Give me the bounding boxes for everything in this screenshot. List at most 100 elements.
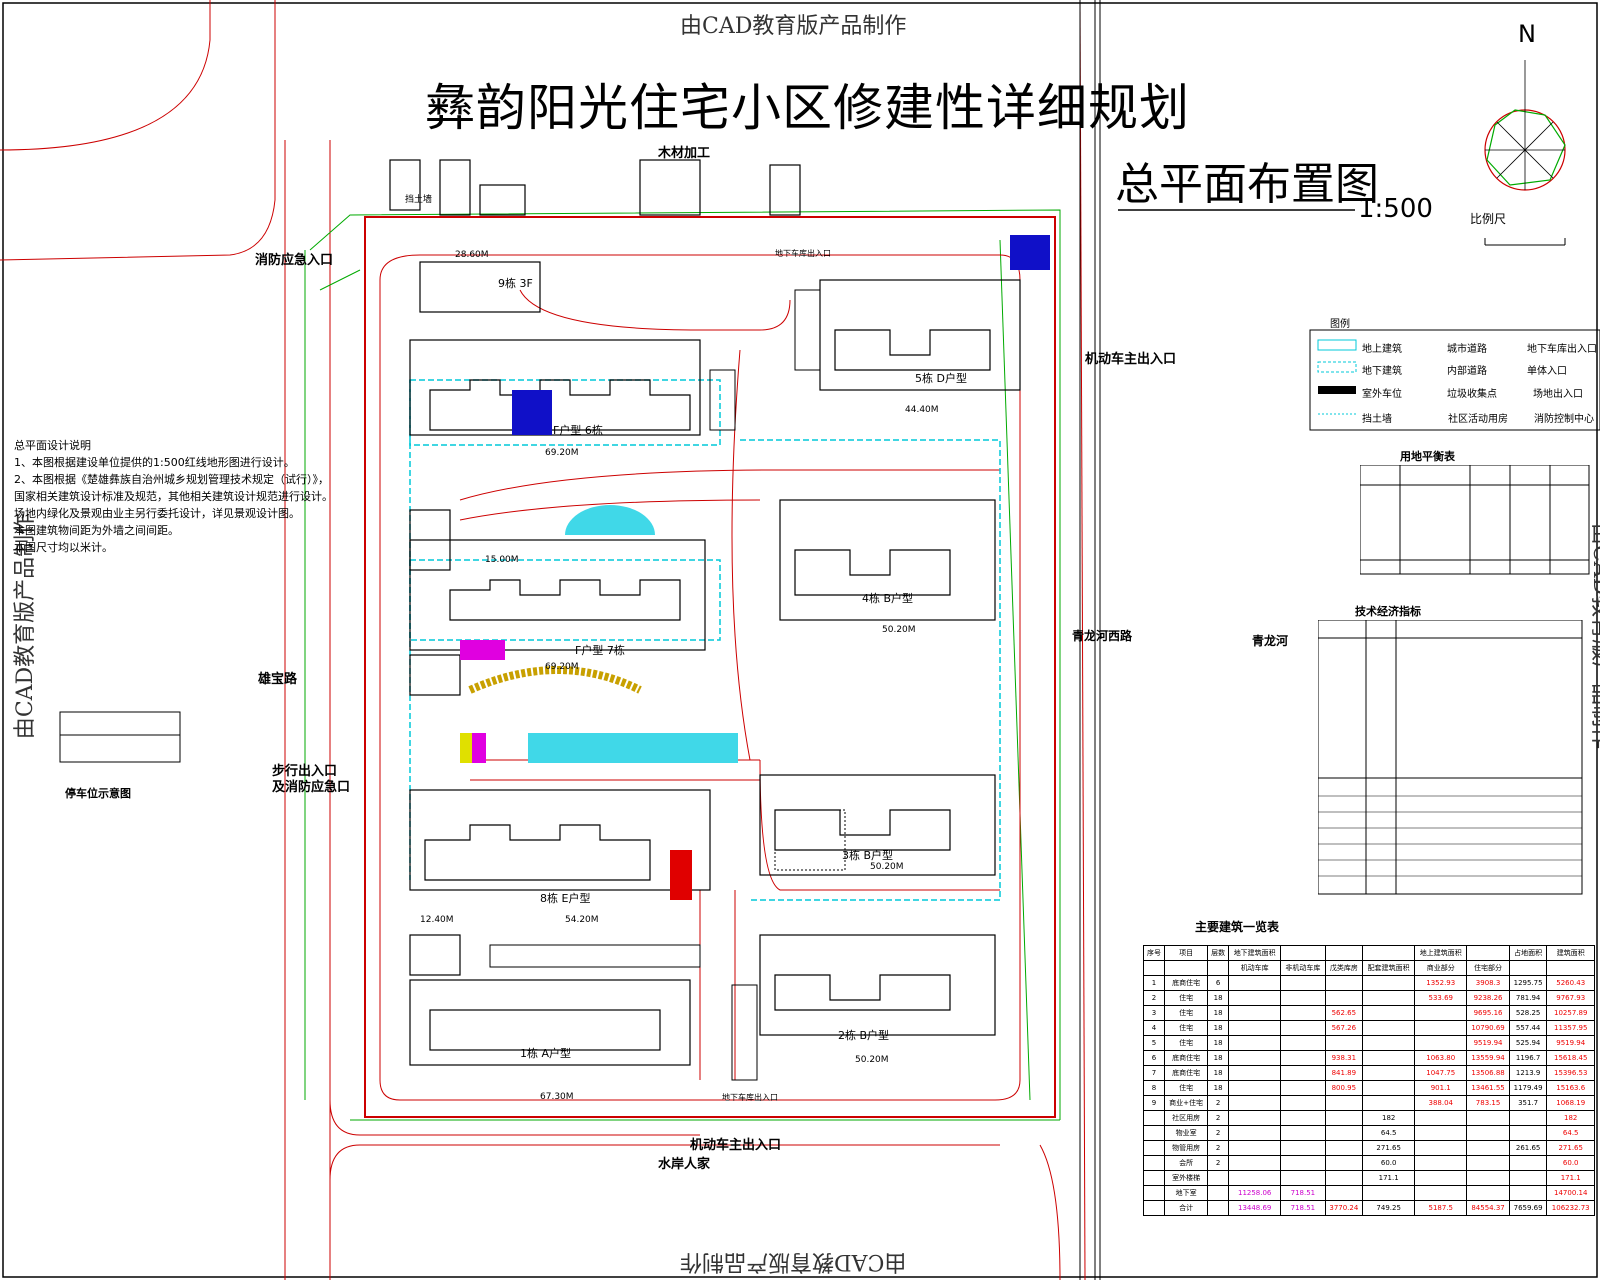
table-cell [1508,1170,1548,1186]
table-cell: 地下室 [1164,1185,1209,1201]
table-cell [1466,1185,1510,1201]
building-label: F户型 7栋 [575,644,625,657]
table-cell [1280,990,1326,1006]
table-cell: 13461.55 [1466,1080,1510,1096]
table-cell: 1068.19 [1546,1095,1595,1111]
table-cell [1228,975,1282,991]
table-cell: 783.15 [1466,1095,1510,1111]
table-cell: 7659.69 [1508,1200,1548,1216]
table-cell: 841.89 [1324,1065,1364,1081]
table-cell: 528.25 [1508,1005,1548,1021]
label-qinglong-river: 青龙河 [1252,634,1289,648]
table-cell: 9238.26 [1466,990,1510,1006]
table-cell: 1047.75 [1414,1065,1468,1081]
table-cell: 749.25 [1362,1200,1416,1216]
label-garage-north: 地下车库出入口 [775,249,831,258]
table-cell: 8 [1142,1080,1166,1096]
design-notes: 总平面设计说明 1、本图根据建设单位提供的1:500红线地形图进行设计。 2、本… [14,437,333,556]
table-cell [1142,1185,1166,1201]
table-cell [1280,1020,1326,1036]
table-cell [1228,1080,1282,1096]
table-cell [1508,1185,1548,1201]
table-header-cell [1280,945,1326,961]
table-cell [1228,1050,1282,1066]
table-cell [1280,1125,1326,1141]
table-cell: 1 [1142,975,1166,991]
table-cell: 18 [1207,1035,1230,1051]
building-label: 5栋 D户型 [915,372,967,385]
table-cell: 171.1 [1546,1170,1595,1186]
table-cell [1466,1155,1510,1171]
building-label: 2栋 B户型 [838,1029,890,1042]
table-cell: 10790.69 [1466,1020,1510,1036]
table-cell [1142,1170,1166,1186]
table-cell [1280,1095,1326,1111]
table-cell [1280,1140,1326,1156]
table-cell: 10257.89 [1546,1005,1595,1021]
building-label: 3栋 B户型 [842,849,894,862]
drawing-subtitle: 总平面布置图 [1115,159,1379,210]
table-cell: 合计 [1164,1200,1209,1216]
table-cell: 388.04 [1414,1095,1468,1111]
table-cell [1324,1155,1364,1171]
table-cell [1324,975,1364,991]
table-cell [1280,1080,1326,1096]
table-cell: 533.69 [1414,990,1468,1006]
table-cell [1324,1185,1364,1201]
table-cell: 1196.7 [1508,1050,1548,1066]
table-header-cell: 地上建筑面积 [1414,945,1468,961]
table-cell [1280,1155,1326,1171]
table-cell [1362,1095,1416,1111]
table-cell: 住宅 [1164,1035,1209,1051]
table-header-cell: 序号 [1142,945,1166,961]
table-cell [1414,1125,1468,1141]
table-cell [1414,1005,1468,1021]
table-cell [1228,1005,1282,1021]
table-cell: 13448.69 [1228,1200,1282,1216]
table-cell: 938.31 [1324,1050,1364,1066]
table-cell: 住宅 [1164,990,1209,1006]
table-cell [1362,1020,1416,1036]
building-label: 8栋 E户型 [540,892,591,905]
table-cell [1508,1155,1548,1171]
scale-bar-label: 比例尺 [1470,212,1507,226]
table-cell: 271.65 [1546,1140,1595,1156]
label-garage-south: 地下车库出入口 [722,1093,778,1102]
table-cell: 18 [1207,1080,1230,1096]
table-header-cell [1466,945,1510,961]
note-line: 本图尺寸均以米计。 [14,541,113,554]
table-cell [1142,1125,1166,1141]
table-cell [1280,1035,1326,1051]
table-cell [1228,1140,1282,1156]
legend-row: 地下建筑内部道路单体入口 [1362,366,1567,377]
table-cell: 781.94 [1508,990,1548,1006]
table-cell [1466,1140,1510,1156]
table-cell: 13559.94 [1466,1050,1510,1066]
table-cell: 会所 [1164,1155,1209,1171]
table-header-cell [1324,945,1364,961]
table-header-cell [1164,960,1209,976]
table-cell [1228,1020,1282,1036]
table-header-cell [1142,960,1166,976]
table-cell: 5187.5 [1414,1200,1468,1216]
table-cell [1362,1050,1416,1066]
table-cell [1414,1155,1468,1171]
label-ped-exit-2: 及消防应急口 [272,780,351,795]
label-retaining-wall: 挡土墙 [405,195,433,205]
table-cell: 9695.16 [1466,1005,1510,1021]
table-cell: 5 [1142,1035,1166,1051]
table-cell [1324,1125,1364,1141]
table-cell: 11357.95 [1546,1020,1595,1036]
table-cell: 567.26 [1324,1020,1364,1036]
table-cell [1228,1035,1282,1051]
table-cell: 800.95 [1324,1080,1364,1096]
table-cell: 14700.14 [1546,1185,1595,1201]
table-cell [1280,1050,1326,1066]
table-cell: 18 [1207,1020,1230,1036]
label-parking-diagram: 停车位示意图 [65,787,131,800]
table-cell: 6 [1142,1050,1166,1066]
dimension-label: 50.20M [882,625,916,635]
